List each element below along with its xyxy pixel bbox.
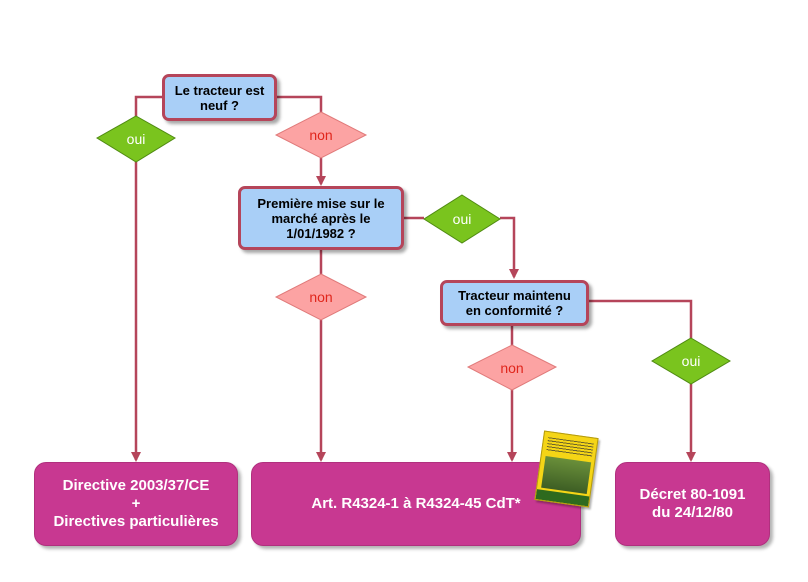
- connectors: [131, 95, 696, 462]
- diamond-q2-yes: [423, 194, 501, 244]
- booklet-photo: [541, 455, 592, 495]
- connector-yes2-q3: [500, 216, 519, 279]
- decision-label-q1-yes: oui: [126, 131, 146, 147]
- connector-q1-yes: [134, 95, 162, 118]
- result-line: Décret 80-1091: [639, 486, 746, 503]
- decision-label-q2-yes: oui: [452, 211, 472, 227]
- decision-label-q3-yes: oui: [681, 353, 701, 369]
- result-line: Directive 2003/37/CE: [62, 477, 210, 494]
- question-line: neuf ?: [200, 97, 239, 113]
- result-line: Directives particulières: [53, 513, 219, 530]
- connector-q1-no: [277, 95, 323, 112]
- decision-diamonds: [96, 111, 731, 391]
- diamond-q2-no: [274, 273, 368, 321]
- result-box-decret: Décret 80-1091 du 24/12/80: [615, 462, 770, 546]
- question-line: 1/01/1982 ?: [286, 225, 356, 241]
- question-box-first-market: Première mise sur le marché après le 1/0…: [238, 186, 404, 250]
- result-line: du 24/12/80: [652, 504, 733, 521]
- result-line: Art. R4324-1 à R4324-45 CdT*: [311, 495, 521, 512]
- question-line: Première mise sur le: [257, 195, 385, 211]
- connector-q3-yes: [589, 299, 693, 338]
- question-line: en conformité ?: [465, 303, 564, 318]
- result-line: +: [131, 495, 141, 512]
- question-line: marché après le: [271, 210, 371, 226]
- result-box-code-du-travail: Art. R4324-1 à R4324-45 CdT*: [251, 462, 581, 546]
- result-box-directive: Directive 2003/37/CE + Directives partic…: [34, 462, 238, 546]
- diamond-q1-yes: [96, 115, 176, 163]
- decision-label-q1-no: non: [309, 127, 333, 143]
- question-line: Tracteur maintenu: [458, 288, 571, 303]
- question-line: Le tracteur est: [174, 82, 265, 98]
- decision-label-q2-no: non: [309, 289, 333, 305]
- question-box-conformity: Tracteur maintenu en conformité ?: [440, 280, 589, 326]
- booklet-title-lines: [546, 437, 594, 458]
- booklet-cover-icon: [534, 430, 599, 508]
- diamond-q3-yes: [651, 337, 731, 385]
- question-box-tractor-new: Le tracteur est neuf ?: [162, 74, 277, 121]
- decision-label-q3-no: non: [500, 359, 524, 376]
- diamond-q1-no: [274, 111, 368, 159]
- diamond-q3-no: [466, 344, 558, 391]
